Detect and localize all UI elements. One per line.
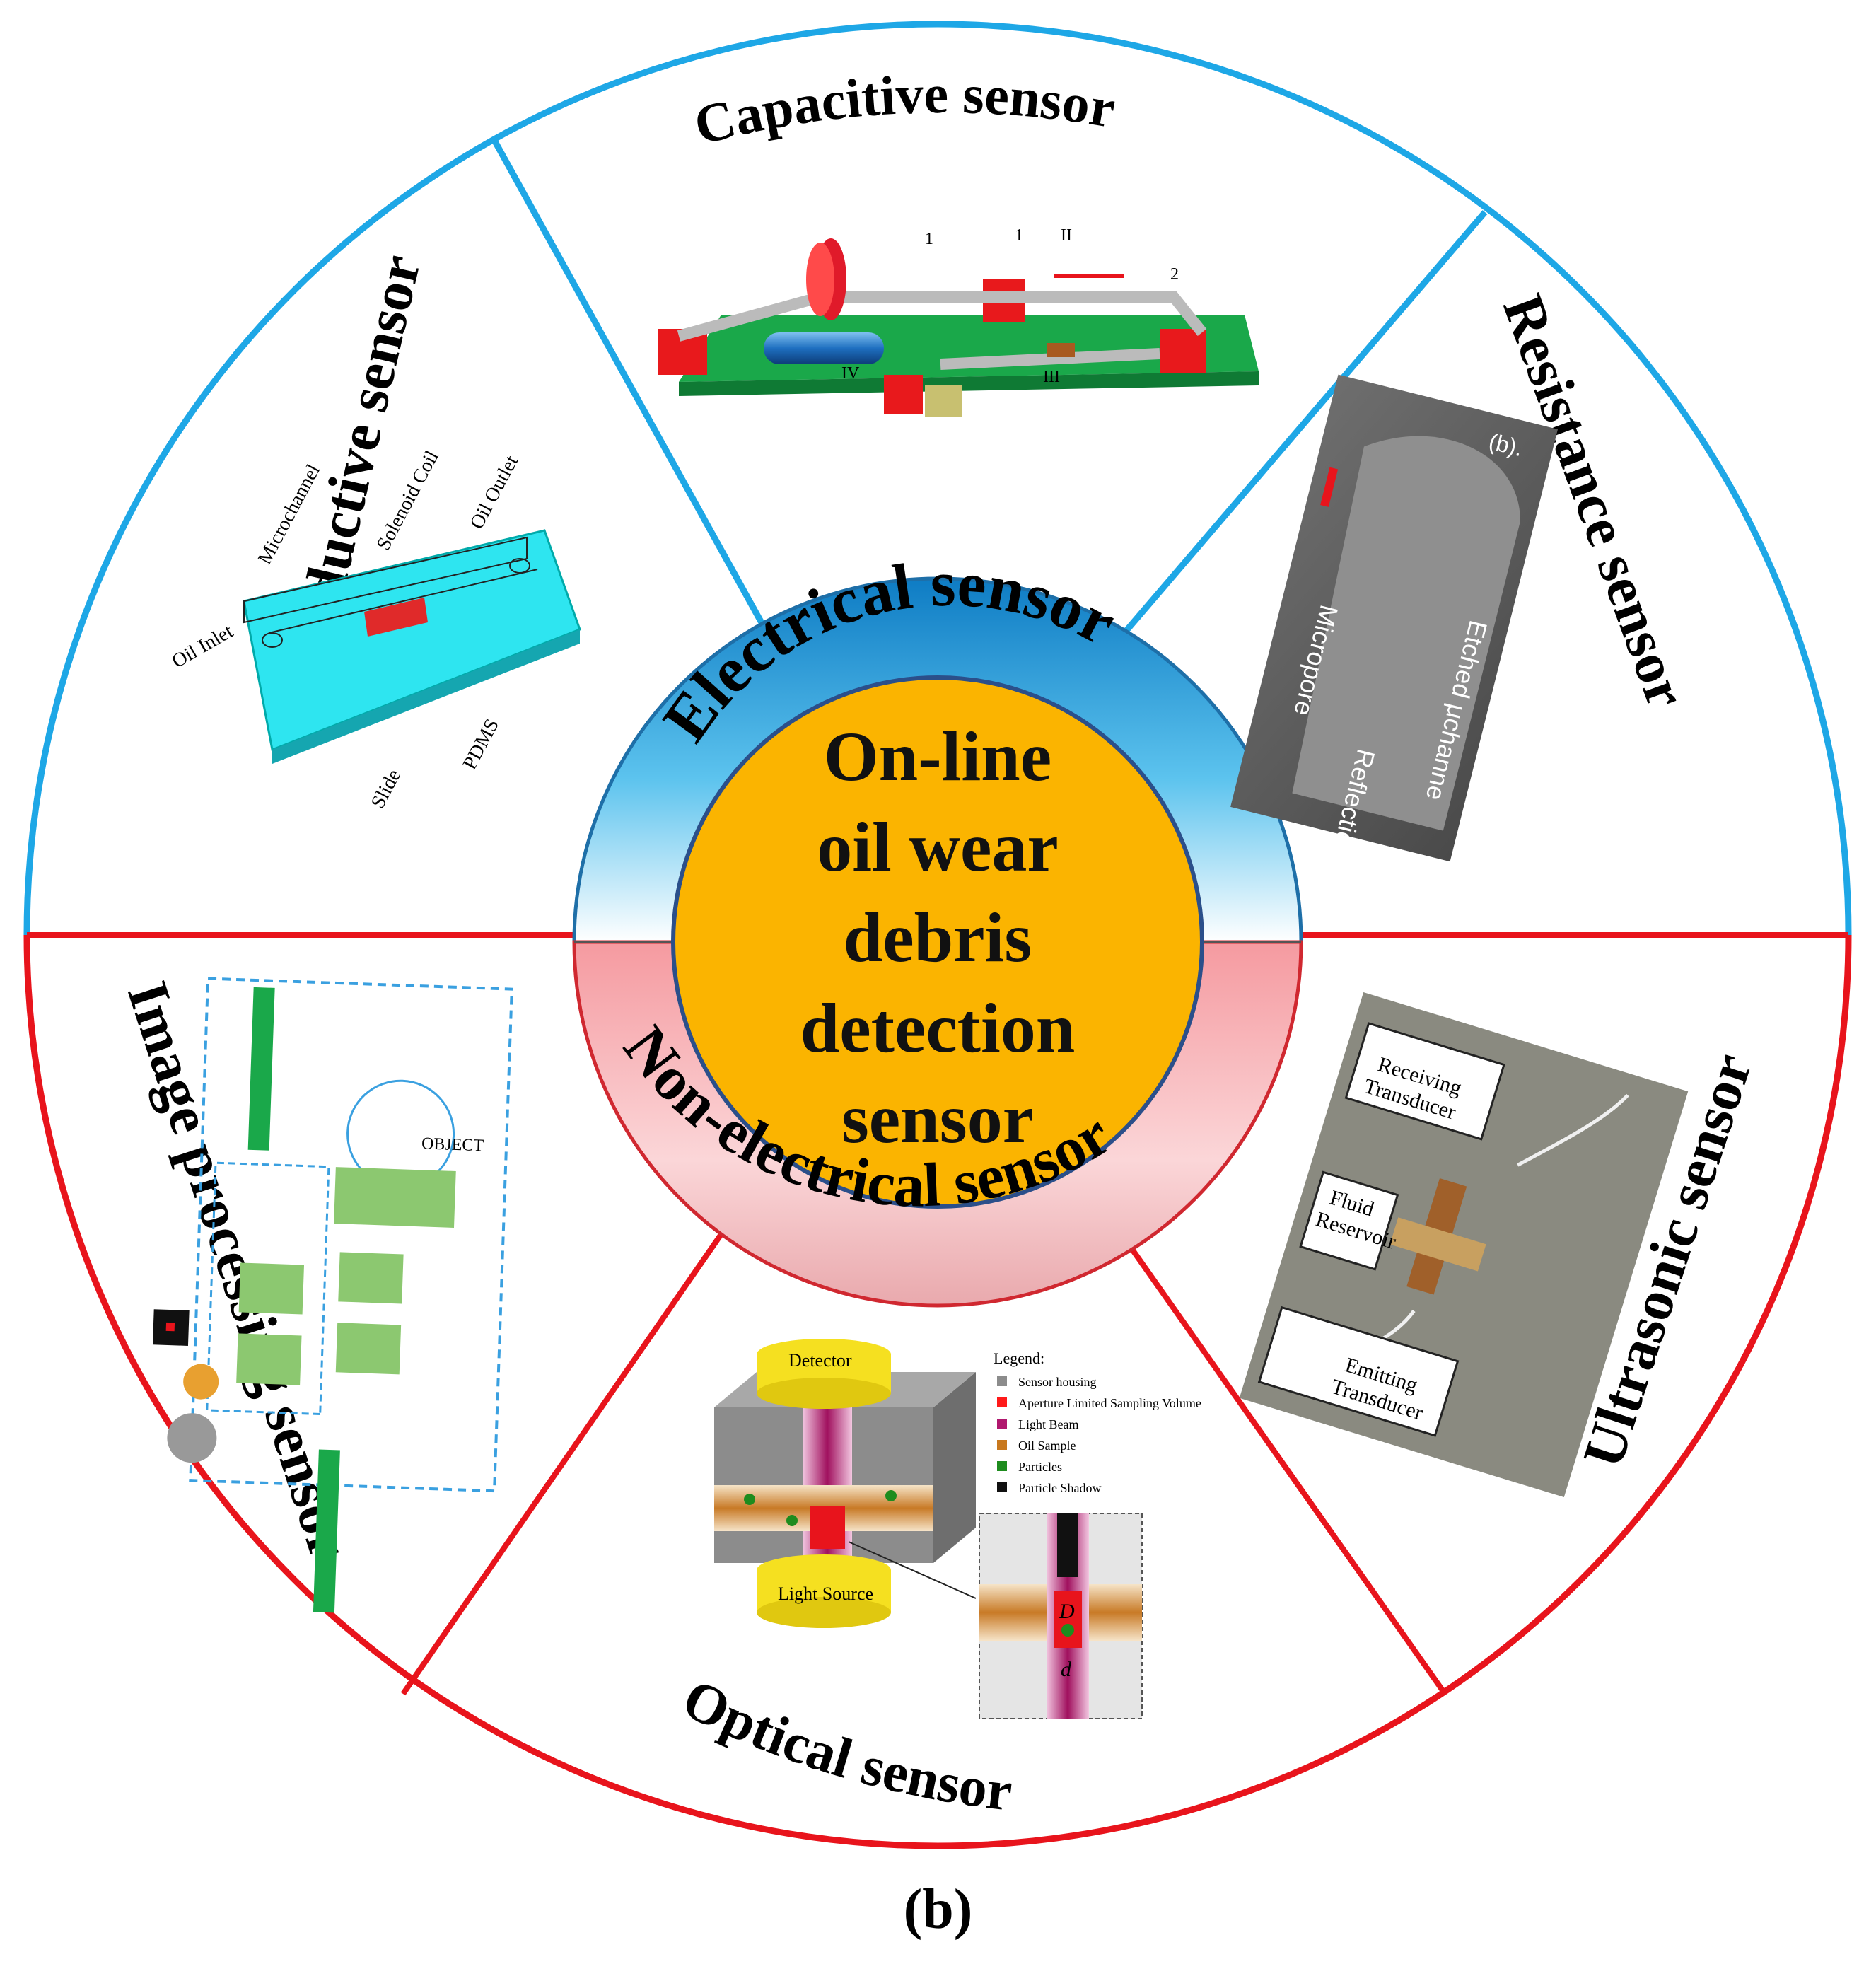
outer-arc-electrical bbox=[23, 21, 1852, 936]
callout-1: 1 bbox=[1015, 226, 1023, 245]
callout-1: 1 bbox=[925, 230, 933, 248]
center-title-line: On-line bbox=[823, 717, 1052, 796]
capacitive-illustration: 1 1 II 2 III IV bbox=[658, 226, 1259, 417]
svg-text:Oil Inlet: Oil Inlet bbox=[168, 620, 237, 673]
svg-text:Oil Sample: Oil Sample bbox=[1018, 1439, 1076, 1453]
spoke-line bbox=[1121, 210, 1488, 635]
ultrasonic-illustration: Emitting Transducer Fluid Reservoir Rece… bbox=[1239, 992, 1689, 1498]
callout-II: II bbox=[1061, 226, 1072, 245]
svg-text:Sensor housing: Sensor housing bbox=[1018, 1375, 1097, 1389]
resistance-illustration: (b). Micropore Etched μchanne Reflectio bbox=[1230, 374, 1558, 862]
svg-text:OBJECT: OBJECT bbox=[421, 1134, 484, 1155]
svg-text:Oil Outlet: Oil Outlet bbox=[466, 452, 523, 533]
callout-IV: IV bbox=[841, 364, 860, 383]
optical-legend: Sensor housing Aperture Limited Sampling… bbox=[997, 1375, 1201, 1495]
center-title-line: detection bbox=[800, 989, 1076, 1067]
outer-arc-non-electrical bbox=[23, 934, 1852, 1849]
center-title-line: sensor bbox=[841, 1079, 1035, 1158]
svg-text:Aperture Limited Sampling Volu: Aperture Limited Sampling Volume bbox=[1018, 1396, 1201, 1410]
center-title-line: debris bbox=[843, 898, 1032, 977]
callout-III: III bbox=[1043, 368, 1060, 386]
center-title: On-line oil wear debris detection sensor bbox=[655, 711, 1220, 1164]
spoke-line bbox=[492, 139, 770, 635]
svg-text:D: D bbox=[1059, 1600, 1075, 1623]
svg-text:Particle Shadow: Particle Shadow bbox=[1018, 1481, 1101, 1495]
capacitive-title: Capacitive sensor bbox=[688, 63, 1119, 156]
callout-2: 2 bbox=[1170, 265, 1179, 284]
svg-text:Detector: Detector bbox=[788, 1350, 852, 1371]
svg-text:d: d bbox=[1061, 1658, 1072, 1681]
optical-illustration: Detector Light Source D d Legend: Sensor… bbox=[714, 1339, 1201, 1719]
svg-text:Light Beam: Light Beam bbox=[1018, 1417, 1078, 1431]
optical-title: Optical sensor bbox=[673, 1667, 1015, 1823]
svg-text:Slide: Slide bbox=[367, 766, 405, 812]
svg-text:PDMS: PDMS bbox=[459, 715, 503, 773]
svg-text:Particles: Particles bbox=[1018, 1460, 1062, 1474]
spoke-line bbox=[1129, 1246, 1445, 1692]
center-disc bbox=[671, 675, 1204, 1209]
spoke-line bbox=[400, 1232, 724, 1696]
center-title-line: oil wear bbox=[817, 808, 1059, 886]
figure-caption-text: (b) bbox=[903, 1878, 973, 1941]
svg-text:Light Source: Light Source bbox=[778, 1583, 873, 1604]
figure-caption: (b) bbox=[0, 1878, 1876, 1942]
svg-text:Legend:: Legend: bbox=[994, 1349, 1044, 1367]
image-processing-illustration: OBJECT bbox=[152, 977, 513, 1613]
